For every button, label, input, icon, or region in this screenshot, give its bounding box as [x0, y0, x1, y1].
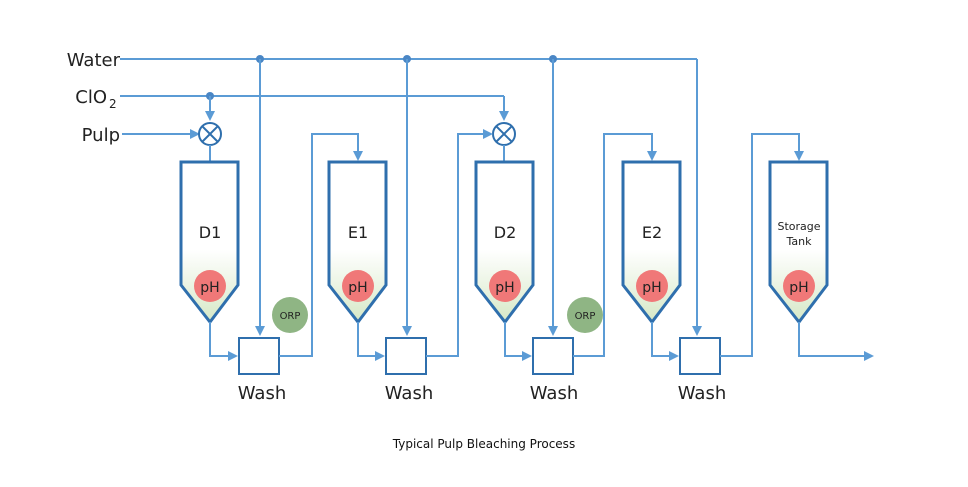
svg-text:ORP: ORP: [280, 311, 301, 322]
wash-4-to-storage: [720, 133, 804, 357]
washer-4: [679, 337, 721, 375]
water-label: Water: [67, 50, 121, 71]
svg-text:ORP: ORP: [575, 311, 596, 322]
wash-label-1: Wash: [238, 383, 286, 404]
wash-1-to-e1: [279, 133, 363, 357]
vessel-label-d1: D1: [199, 223, 222, 242]
vessel-label-d2: D2: [494, 223, 517, 242]
washer-3: [532, 337, 574, 375]
washer-1: [238, 337, 280, 375]
ph-indicator-e2: pH: [636, 270, 668, 302]
ph-indicator-d2: pH: [489, 270, 521, 302]
wash-label-2: Wash: [385, 383, 433, 404]
d2-to-wash-3: [504, 322, 532, 361]
svg-text:pH: pH: [348, 280, 367, 296]
storage-tank-label-line1: Storage: [777, 220, 820, 233]
svg-text:pH: pH: [789, 280, 808, 296]
svg-text:pH: pH: [642, 280, 661, 296]
wash-label-3: Wash: [530, 383, 578, 404]
ph-indicator-storage-tank: pH: [783, 270, 815, 302]
ph-indicator-d1: pH: [194, 270, 226, 302]
svg-text:pH: pH: [495, 280, 514, 296]
wash-2-to-valve-2: [426, 129, 493, 357]
svg-text:pH: pH: [200, 280, 219, 296]
e2-to-wash-4: [651, 322, 679, 361]
ph-indicator-e1: pH: [342, 270, 374, 302]
clo2-subscript: 2: [109, 97, 117, 111]
d1-to-wash-1: [209, 322, 238, 361]
orp-indicator-1: ORP: [272, 297, 308, 333]
storage-tank-label-line2: Tank: [786, 235, 813, 248]
e1-to-wash-2: [357, 322, 385, 361]
mixing-valve-2: [492, 122, 516, 146]
wash-3-to-e2: [573, 133, 657, 357]
clo2-label: ClO: [75, 87, 107, 108]
wash-label-4: Wash: [678, 383, 726, 404]
washer-2: [385, 337, 427, 375]
vessel-label-e1: E1: [348, 223, 368, 242]
storage-outlet: [798, 322, 874, 361]
mixing-valve-1: [198, 122, 222, 146]
orp-indicator-2: ORP: [567, 297, 603, 333]
pulp-label: Pulp: [82, 125, 120, 146]
vessel-label-e2: E2: [642, 223, 662, 242]
figure-caption: Typical Pulp Bleaching Process: [392, 437, 576, 451]
